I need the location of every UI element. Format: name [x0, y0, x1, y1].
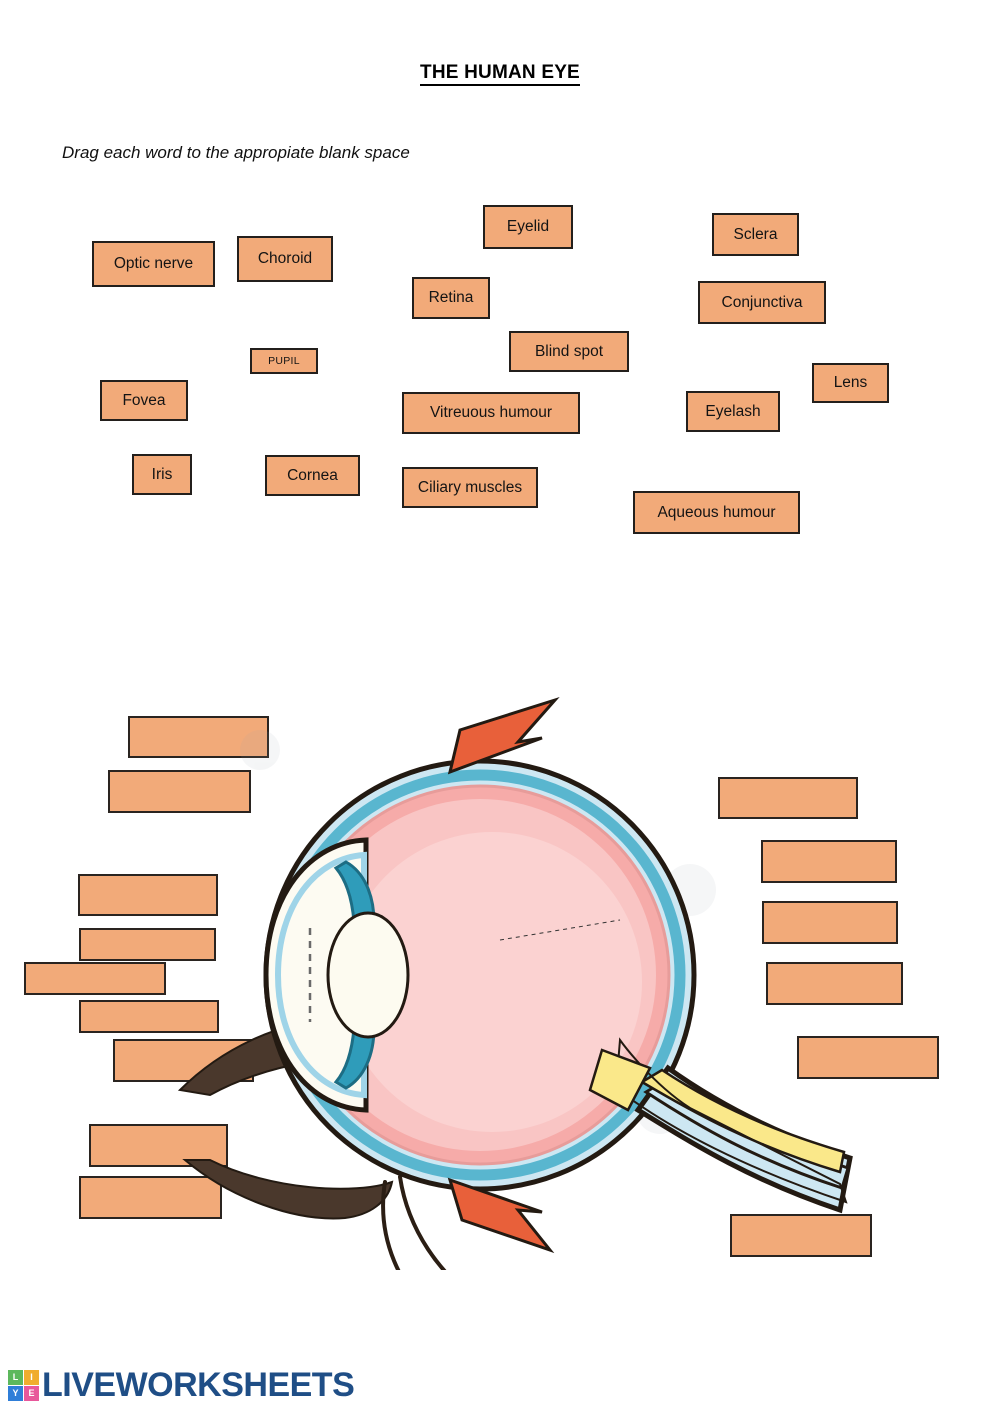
- rectus-muscle-upper: [447, 696, 560, 775]
- word-tile-cornea[interactable]: Cornea: [265, 455, 360, 496]
- instruction-text: Drag each word to the appropiate blank s…: [62, 143, 410, 162]
- word-tile-iris[interactable]: Iris: [132, 454, 192, 495]
- logo-tile-y: Y: [8, 1385, 23, 1401]
- word-tile-blind-spot[interactable]: Blind spot: [509, 331, 629, 372]
- blank-2[interactable]: [108, 770, 251, 813]
- word-tile-retina[interactable]: Retina: [412, 277, 490, 319]
- blank-3[interactable]: [78, 874, 218, 916]
- lens-shape: [326, 911, 410, 1039]
- blank-11[interactable]: [761, 840, 897, 883]
- logo-wordmark: LIVEWORKSHEETS: [42, 1366, 355, 1404]
- word-tile-lens[interactable]: Lens: [812, 363, 889, 403]
- page-title-text: THE HUMAN EYE: [420, 62, 580, 86]
- word-tile-pupil[interactable]: PUPIL: [250, 348, 318, 374]
- optic-nerve-shape: [614, 1037, 853, 1214]
- blank-1[interactable]: [128, 716, 269, 758]
- lower-eyelid-shape: [182, 1159, 394, 1220]
- eyelash-lower-strands: [381, 1175, 447, 1270]
- optic-disc: [588, 1048, 652, 1112]
- logo-tile-i: I: [24, 1369, 39, 1385]
- rectus-muscle-lower: [447, 1177, 555, 1254]
- blank-14[interactable]: [797, 1036, 939, 1079]
- blank-4[interactable]: [79, 928, 216, 961]
- word-tile-conjunctiva[interactable]: Conjunctiva: [698, 281, 826, 324]
- blank-12[interactable]: [762, 901, 898, 944]
- word-tile-aqueous-humour[interactable]: Aqueous humour: [633, 491, 800, 534]
- blank-9[interactable]: [79, 1176, 222, 1219]
- word-tile-vitreuous-humour[interactable]: Vitreuous humour: [402, 392, 580, 434]
- blank-13[interactable]: [766, 962, 903, 1005]
- word-tile-sclera[interactable]: Sclera: [712, 213, 799, 256]
- blank-10[interactable]: [718, 777, 858, 819]
- vitreous-inner: [342, 832, 642, 1132]
- blank-15[interactable]: [730, 1214, 872, 1257]
- word-tile-ciliary-muscles[interactable]: Ciliary muscles: [402, 467, 538, 508]
- word-tile-eyelash[interactable]: Eyelash: [686, 391, 780, 432]
- blank-6[interactable]: [79, 1000, 219, 1033]
- logo-tile-e: E: [24, 1385, 39, 1401]
- blank-5[interactable]: [24, 962, 166, 995]
- word-tile-optic-nerve[interactable]: Optic nerve: [92, 241, 215, 287]
- page-title: THE HUMAN EYE: [0, 62, 1000, 86]
- word-tile-fovea[interactable]: Fovea: [100, 380, 188, 421]
- word-tile-choroid[interactable]: Choroid: [237, 236, 333, 282]
- word-tile-eyelid[interactable]: Eyelid: [483, 205, 573, 249]
- eye-diagram: [150, 690, 870, 1270]
- logo-tile-l: L: [8, 1369, 23, 1385]
